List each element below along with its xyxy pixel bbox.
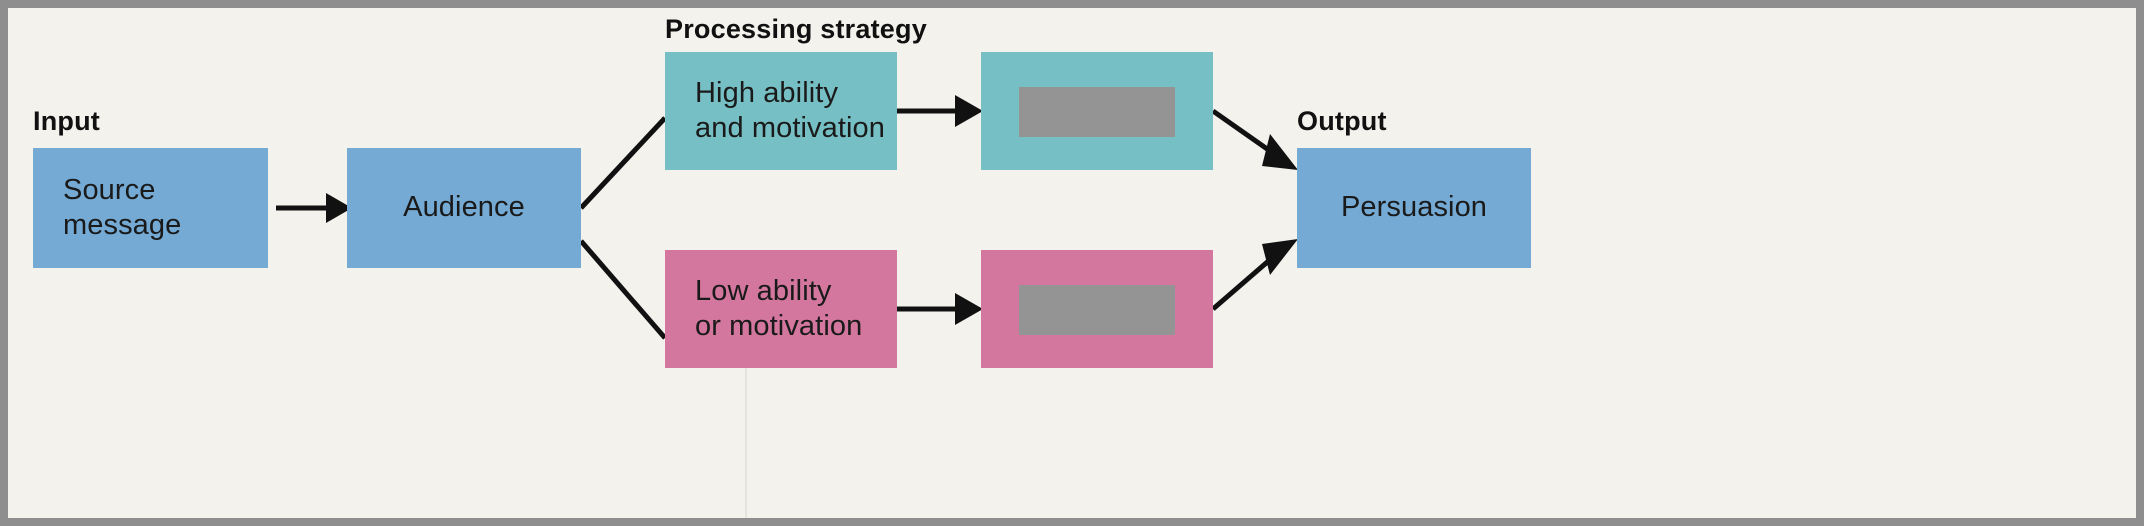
redaction-high-route: [1019, 87, 1175, 137]
node-audience[interactable]: Audience: [347, 148, 581, 268]
node-low-route[interactable]: [981, 250, 1213, 368]
label-input: Input: [33, 106, 100, 136]
label-processing-strategy: Processing strategy: [665, 14, 927, 44]
node-persuasion[interactable]: Persuasion: [1297, 148, 1531, 268]
node-high-ability[interactable]: High ability and motivation: [665, 52, 897, 170]
node-low-ability[interactable]: Low ability or motivation: [665, 250, 897, 368]
faint-vertical-rule: [745, 338, 747, 518]
label-output: Output: [1297, 106, 1387, 136]
node-high-route[interactable]: [981, 52, 1213, 170]
node-source-message[interactable]: Source message: [33, 148, 268, 268]
redaction-low-route: [1019, 285, 1175, 335]
